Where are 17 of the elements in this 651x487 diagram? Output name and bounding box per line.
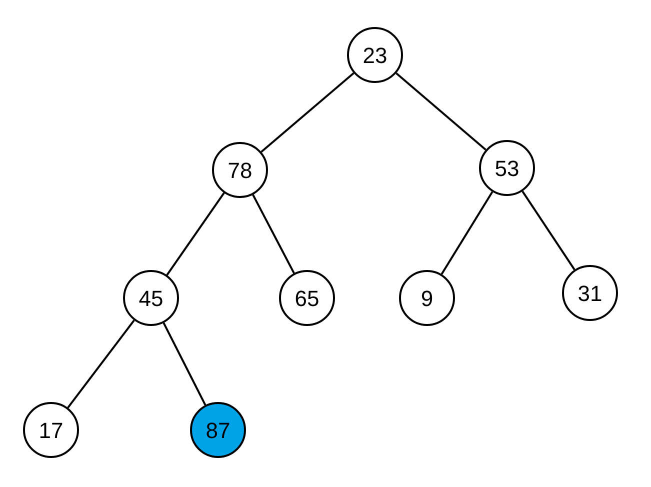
connector-line xyxy=(440,191,494,275)
connector-line xyxy=(166,192,225,276)
node-value: 9 xyxy=(420,284,434,312)
node-value: 31 xyxy=(578,280,602,308)
node-value: 87 xyxy=(206,416,230,444)
node-value: 53 xyxy=(494,154,520,182)
connector-line xyxy=(260,72,354,153)
connector-line xyxy=(396,72,486,151)
connector-line xyxy=(67,320,135,408)
node-value: 23 xyxy=(362,42,388,70)
node-value: 17 xyxy=(38,416,64,444)
connector-line xyxy=(522,190,576,270)
connector-line xyxy=(252,194,295,274)
node-value: 78 xyxy=(228,156,252,184)
node-value: 45 xyxy=(138,284,164,312)
node-value: 65 xyxy=(294,284,320,312)
connector-line xyxy=(162,322,206,406)
